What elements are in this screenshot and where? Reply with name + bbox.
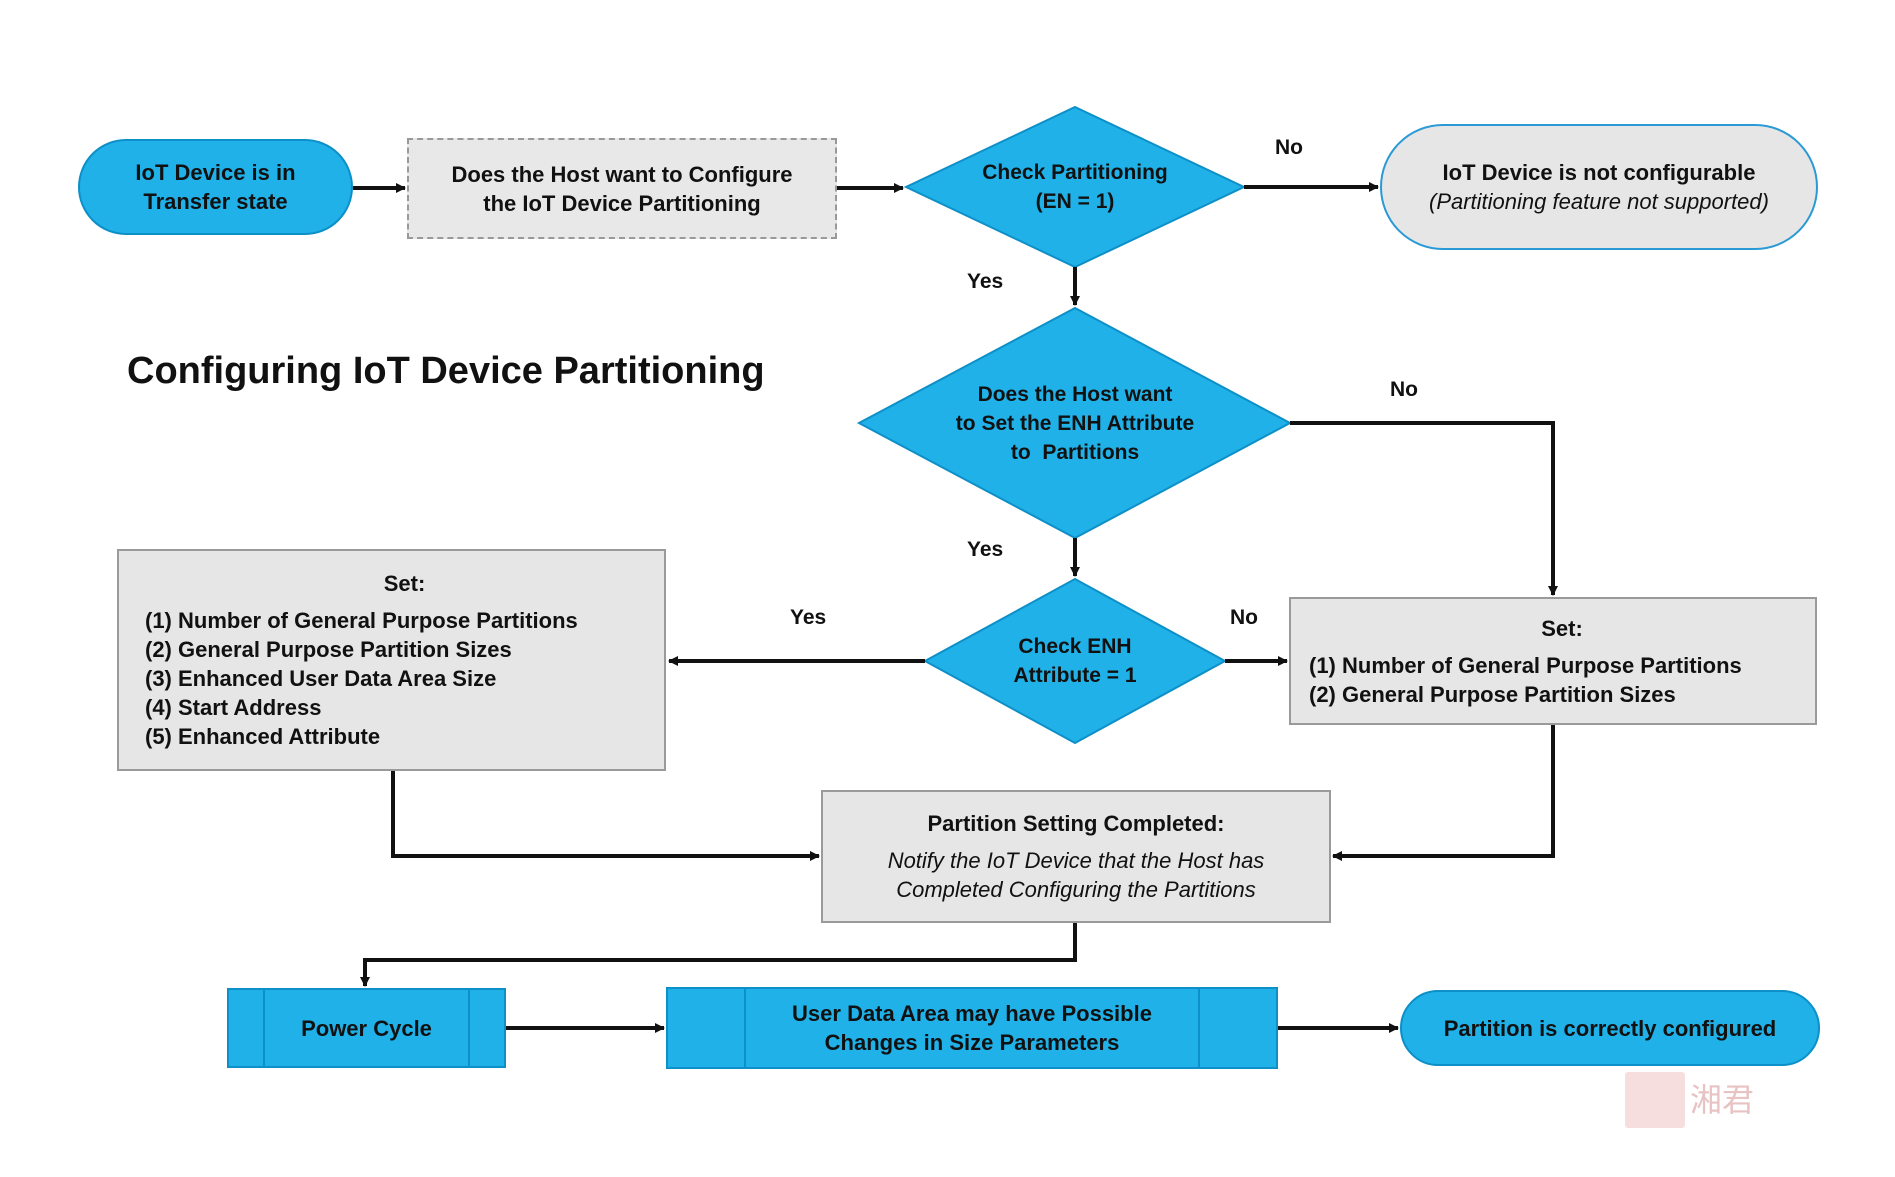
check-enh-line1: Check ENH	[1018, 635, 1132, 658]
set-enh-line3: to Partitions	[1010, 440, 1140, 464]
check-partitioning-line2: (EN = 1)	[1035, 190, 1115, 213]
watermark-logo	[1625, 1072, 1685, 1128]
not-configurable-line2: (Partitioning feature not supported)	[1429, 189, 1769, 214]
label-check-enh-no: No	[1230, 606, 1258, 629]
set-left-header: Set:	[383, 571, 426, 596]
power-cycle-label: Power Cycle	[301, 1015, 432, 1041]
set-left-item-3: (3) Enhanced User Data Area Size	[145, 666, 497, 691]
host-configure-line2: the IoT Device Partitioning	[483, 190, 761, 216]
check-partitioning-text: Check Partitioning (EN = 1)	[930, 157, 1220, 217]
set-enh-line1: Does the Host want	[977, 382, 1173, 406]
host-configure-box: Does the Host want to Configure the IoT …	[407, 138, 837, 239]
edge-completed-to-power	[360, 923, 1077, 987]
power-cycle-right-bar	[468, 990, 470, 1066]
completed-header: Partition Setting Completed:	[927, 811, 1225, 836]
edge-right-to-completed	[1332, 725, 1555, 861]
user-data-right-bar	[1198, 989, 1200, 1067]
set-left-box: Set: (1) Number of General Purpose Parti…	[117, 549, 666, 771]
set-right-item-2: (2) General Purpose Partition Sizes	[1309, 681, 1676, 707]
label-check-partitioning-no: No	[1275, 136, 1303, 159]
set-left-item-5: (5) Enhanced Attribute	[145, 724, 381, 749]
user-data-line2: Changes in Size Parameters	[824, 1030, 1120, 1055]
completed-body-line2: Completed Configuring the Partitions	[896, 877, 1256, 902]
set-left-item-2: (2) General Purpose Partition Sizes	[145, 637, 512, 662]
label-enh-question-yes: Yes	[967, 538, 1004, 561]
power-cycle-process: Power Cycle	[227, 988, 506, 1068]
start-terminal: IoT Device is in Transfer state	[78, 139, 353, 235]
user-data-process: User Data Area may have Possible Changes…	[666, 987, 1278, 1069]
completed-body-line1: Notify the IoT Device that the Host has	[887, 848, 1265, 873]
not-configurable-terminal: IoT Device is not configurable (Partitio…	[1380, 124, 1818, 250]
label-enh-question-no: No	[1390, 378, 1418, 401]
diagram-title: Configuring IoT Device Partitioning	[127, 350, 765, 392]
not-configurable-line1: IoT Device is not configurable	[1442, 160, 1756, 185]
edge-left-to-completed	[391, 771, 820, 861]
start-line1: IoT Device is in	[135, 160, 296, 185]
set-enh-line2: to Set the ENH Attribute	[955, 411, 1195, 435]
partition-completed-box: Partition Setting Completed: Notify the …	[821, 790, 1331, 923]
set-right-header: Set:	[1541, 615, 1583, 641]
user-data-left-bar	[744, 989, 746, 1067]
set-enh-question-text: Does the Host want to Set the ENH Attrib…	[905, 378, 1245, 468]
label-check-enh-yes: Yes	[790, 606, 827, 629]
power-cycle-left-bar	[263, 990, 265, 1066]
label-check-partitioning-yes: Yes	[967, 270, 1004, 293]
check-enh-line2: Attribute = 1	[1013, 664, 1137, 687]
watermark-text: 湘君	[1690, 1081, 1755, 1119]
check-enh-text: Check ENH Attribute = 1	[955, 631, 1195, 691]
start-line2: Transfer state	[143, 189, 288, 214]
host-configure-line1: Does the Host want to Configure	[451, 161, 793, 187]
set-left-item-4: (4) Start Address	[145, 695, 322, 720]
end-terminal: Partition is correctly configured	[1400, 990, 1820, 1066]
edge-enh-question-no	[1290, 421, 1558, 596]
end-label: Partition is correctly configured	[1443, 1015, 1777, 1041]
set-left-item-1: (1) Number of General Purpose Partitions	[145, 608, 578, 633]
check-partitioning-line1: Check Partitioning	[982, 161, 1168, 184]
set-right-box: Set: (1) Number of General Purpose Parti…	[1289, 597, 1817, 725]
set-right-item-1: (1) Number of General Purpose Partitions	[1309, 652, 1742, 678]
decision-check-enh	[922, 577, 1228, 745]
user-data-line1: User Data Area may have Possible	[792, 1001, 1152, 1026]
